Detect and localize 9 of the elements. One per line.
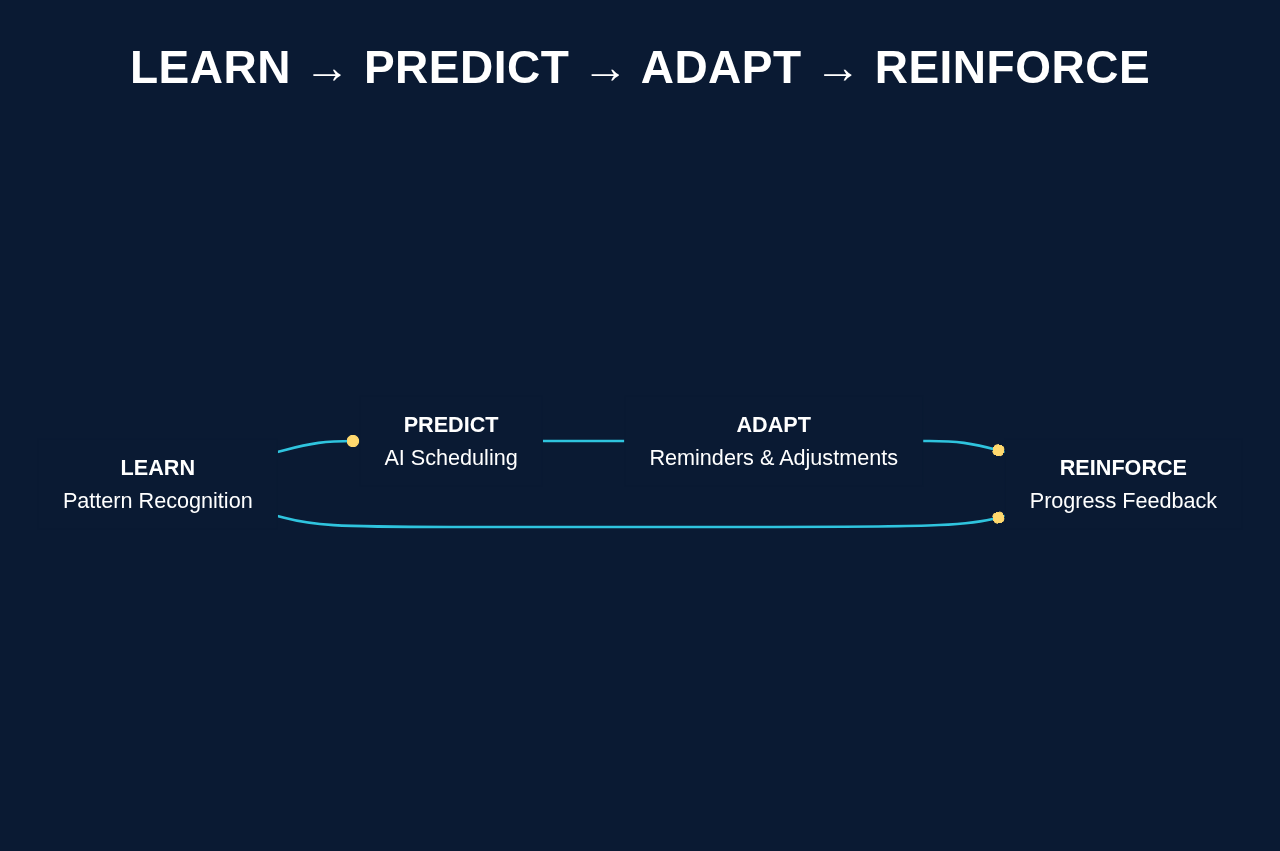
node-text: REINFORCE Progress Feedback — [1029, 455, 1218, 512]
connector — [542, 439, 625, 443]
title: LEARN → PREDICT → ADAPT → REINFORCE — [129, 40, 1151, 94]
node-text: ADAPT Reminders & Adjustments — [649, 412, 899, 469]
connector — [277, 434, 360, 454]
connector — [277, 511, 1006, 529]
node-text: PREDICT AI Scheduling — [384, 412, 518, 469]
node-text: LEARN Pattern Recognition — [62, 455, 253, 512]
connector — [922, 439, 1006, 457]
